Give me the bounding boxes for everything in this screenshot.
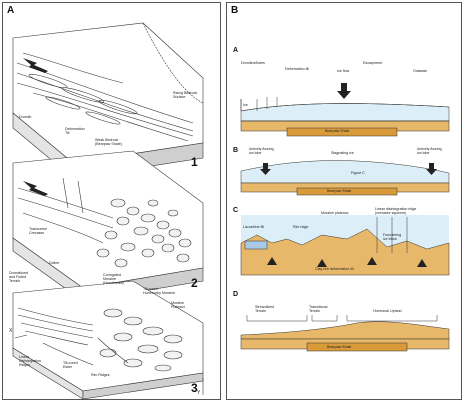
label-transitional: Transitional Terrain (309, 305, 328, 313)
flow-arrow-right-icon (426, 163, 437, 175)
panel-a-letter: A (7, 5, 15, 16)
label-foundering: Foundering ice block (383, 233, 402, 241)
label-figure-c: Figure C (351, 171, 365, 175)
block-3 (12, 280, 204, 400)
label-ice: Ice (243, 103, 248, 107)
label-drumlin: Drumlin (19, 115, 32, 119)
section-c-letter: C (233, 207, 239, 214)
label-lacustrine: Lacustrine fill (243, 225, 264, 229)
section-d-letter: D (233, 291, 239, 298)
label-rising-bedrock: Rising Bedrock Surface (173, 91, 198, 99)
label-active-right: Actively flowing ice lobe (417, 147, 442, 155)
block-number-1: 1 (191, 155, 198, 169)
label-drumlinized: Drumlinized and Fluted Terrain (9, 271, 28, 283)
label-moraine-plateaux: Moraine Plateaux (171, 301, 185, 309)
section-d (240, 315, 450, 352)
label-linear-ridge: Linear disintegration ridge (crevasse sq… (375, 207, 417, 215)
label-deformation-till-b: Deformation till (285, 67, 309, 71)
label-x: X (9, 328, 13, 334)
label-ice-flow: Ice flow (337, 69, 350, 73)
label-bearpaw-a: Bearpaw Shale (325, 129, 350, 133)
panel-a: A (2, 2, 221, 400)
label-corrugated-moraine: Corrugated Moraine (Humdrocks) (103, 273, 124, 285)
label-drumlins-flutes: Drumlins/flutes (241, 61, 265, 65)
label-linear-disintegration: Linear Disintegration Ridges (19, 355, 41, 367)
label-deformation-till: Deformation Till (65, 127, 85, 135)
section-a-letter: A (233, 47, 239, 54)
label-streamlined: Streamlined Terrain (255, 305, 275, 313)
label-bearpaw-d: Bearpaw Shale (327, 345, 352, 349)
label-y: Y (197, 390, 201, 396)
section-c (240, 215, 450, 276)
label-rim-ridge: Rim ridge (293, 225, 309, 229)
label-hummock-upland: Hummock Upland (373, 309, 402, 313)
flow-arrow-icon (23, 181, 48, 196)
section-b-letter: B (233, 147, 239, 154)
flow-arrow-left-icon (260, 163, 271, 175)
label-transverse-crevasse: Transverse Crevasse (29, 227, 47, 235)
label-till-cored-esker: Till-cored Esker (63, 361, 78, 369)
label-rim-ridges: Rim Ridges (91, 373, 110, 377)
cross-sections (240, 83, 450, 352)
label-weak-bedrock: Weak Bedrock (Bearpaw Shale) (95, 138, 122, 146)
label-bearpaw-b: Bearpaw Shale (327, 189, 352, 193)
label-stagnating: Stagnating ice (331, 151, 354, 155)
section-a (240, 83, 450, 137)
label-outwash: Outwash (413, 69, 428, 73)
block-number-2: 2 (191, 276, 198, 290)
label-till-cored-hummocky: Till-cored Hummocky Moraine (143, 287, 175, 295)
block-number-3: 3 (191, 381, 198, 395)
panel-b-letter: B (231, 5, 239, 16)
flow-arrow-icon (23, 58, 48, 73)
block-2 (12, 150, 204, 302)
label-moraine-plateaux-b: Moraine plateaux (321, 211, 349, 215)
label-escarpment: Escarpment (363, 61, 383, 65)
ice-flow-arrow-icon (337, 83, 351, 99)
panel-b: B (226, 2, 462, 400)
section-b (240, 160, 450, 196)
label-clay-rich: Clay-rich deformation till (315, 267, 354, 271)
label-active-left: Actively flowing ice lobe (249, 147, 274, 155)
label-doline: Doline (49, 261, 60, 265)
block-diagrams (12, 22, 204, 400)
